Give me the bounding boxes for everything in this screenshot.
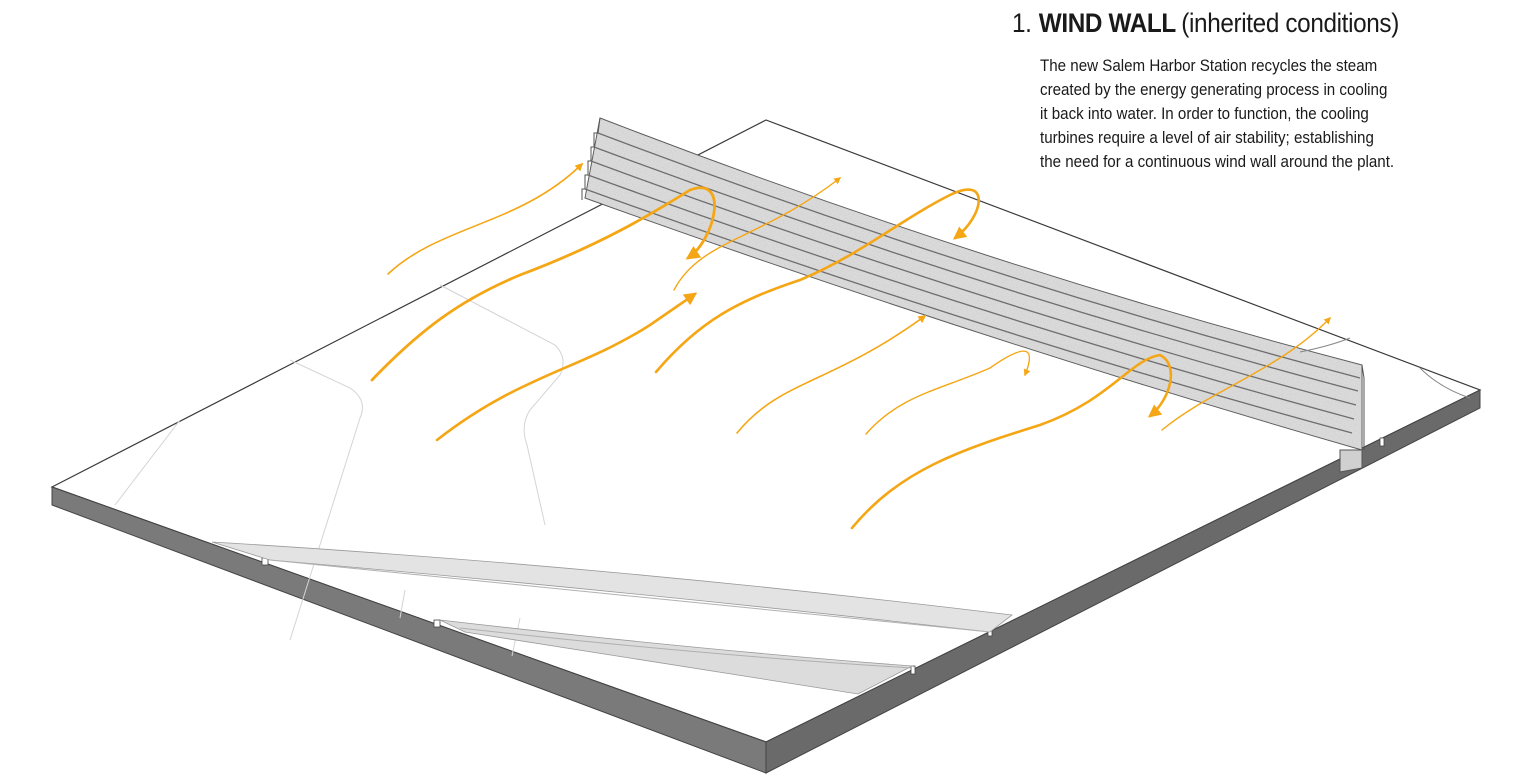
heading: 1.WIND WALL(inherited conditions): [1012, 6, 1462, 40]
heading-subtitle: (inherited conditions): [1181, 8, 1399, 38]
edge-notch: [910, 665, 916, 675]
description-line: turbines require a level of air stabilit…: [1040, 128, 1374, 147]
wind-wall-end: [1339, 449, 1363, 473]
wind-arrow: [736, 315, 927, 434]
wind-arrow: [387, 162, 584, 275]
edge-notch: [1379, 437, 1385, 447]
description-line: created by the energy generating process…: [1040, 80, 1388, 99]
wind-arrow: [435, 292, 698, 442]
edge-notch: [433, 619, 441, 628]
wind-arrow: [654, 188, 981, 374]
wind-arrow: [850, 353, 1173, 530]
description-line: The new Salem Harbor Station recycles th…: [1040, 56, 1378, 75]
back-right-curve: [1299, 337, 1471, 399]
platform-side-right: [765, 389, 1481, 774]
description-line: the need for a continuous wind wall arou…: [1040, 152, 1395, 171]
platform: [50, 119, 1482, 774]
wind-arrow: [865, 350, 1031, 435]
description-line: it back into water. In order to function…: [1040, 104, 1369, 123]
wind-arrow: [370, 186, 716, 382]
description: The new Salem Harbor Station recycles th…: [1040, 54, 1432, 174]
wind-wall: [581, 117, 1365, 473]
wind-wall-steps-left: [581, 117, 601, 200]
site-outline-lines: [114, 284, 564, 657]
heading-number: 1.: [1012, 8, 1032, 38]
lower-channel: [211, 541, 1014, 695]
heading-title: WIND WALL: [1038, 8, 1176, 38]
wind-arrow: [673, 177, 842, 291]
wind-arrows: [370, 162, 1331, 530]
caption-block: 1.WIND WALL(inherited conditions) The ne…: [1012, 6, 1512, 174]
wind-arrow: [1161, 316, 1331, 431]
